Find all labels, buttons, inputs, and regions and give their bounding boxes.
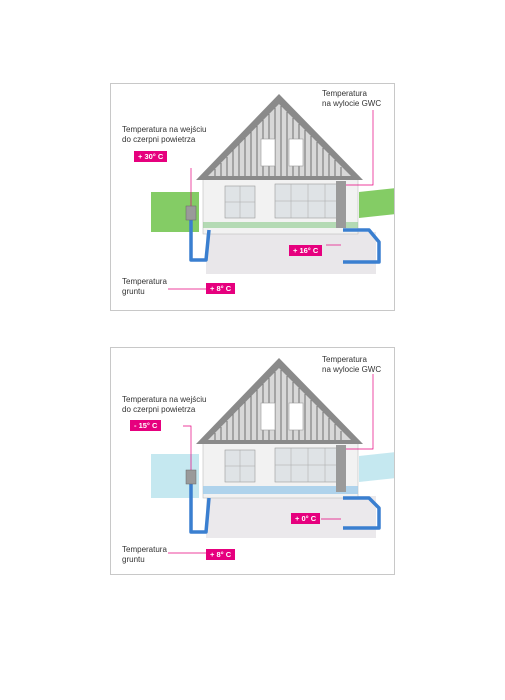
outlet-temp-badge: + 0° C [291,513,321,524]
ground-pipes [189,476,381,534]
attic-window-right [288,138,304,167]
ground-band-left [151,454,199,498]
ground-label: Temperatura gruntu [122,277,167,296]
gable [208,104,351,176]
leader-inlet [183,425,192,470]
ground-band-right [359,188,394,218]
outlet-label: Temperatura na wylocie GWC [322,355,382,374]
inlet-temp-badge: + 30° C [134,151,168,162]
ground-band-left [151,192,199,232]
air-intake [185,469,197,485]
indoor-duct [336,445,346,492]
ground-level [203,486,358,494]
ground-band-right [359,452,394,482]
attic-window-left [260,402,276,431]
gwc-diagram-summer: Temperatura na wylocie GWC Temperatura n… [110,83,395,311]
outlet-temp-badge: + 16° C [289,245,323,256]
attic-window-right [288,402,304,431]
gwc-diagram-winter: Temperatura na wylocie GWC Temperatura n… [110,347,395,575]
inlet-label: Temperatura na wejściu do czerpni powiet… [122,395,207,414]
indoor-duct [336,181,346,228]
ground-level [203,222,358,228]
house-illustration-summer [151,94,394,290]
air-intake [185,205,197,221]
gable [208,368,351,440]
leader-outlet [346,110,374,186]
inlet-temp-badge: - 15° C [130,420,162,431]
attic-window-left [260,138,276,167]
outlet-label: Temperatura na wylocie GWC [322,89,382,108]
house-illustration-winter [151,358,394,554]
ground-label: Temperatura gruntu [122,545,167,564]
leader-outlet [346,374,374,450]
gable-siding [214,370,342,440]
inlet-label: Temperatura na wejściu do czerpni powiet… [122,125,207,144]
ground-temp-badge: + 8° C [206,283,236,294]
ground-pipes [189,212,381,264]
ground-temp-badge: + 8° C [206,549,236,560]
